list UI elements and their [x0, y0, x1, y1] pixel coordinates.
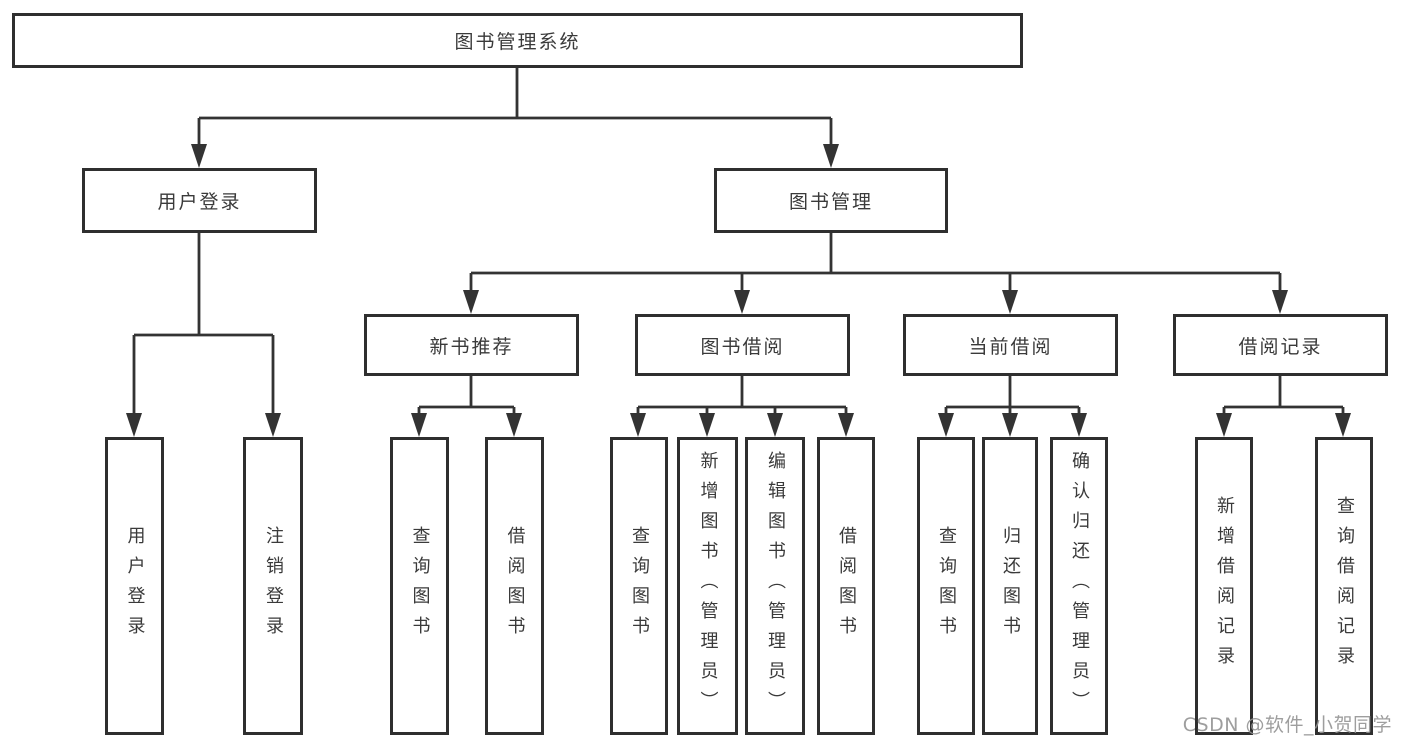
arrow-down-icon: [1002, 290, 1018, 314]
arrow-down-icon: [838, 413, 854, 437]
node-label: 图书借阅: [700, 335, 785, 358]
node-label: 查询图书: [936, 526, 957, 646]
node-current-borrow: 当前借阅: [903, 314, 1118, 376]
node-book-management: 图书管理: [714, 168, 948, 233]
leaf-user-login: 用户登录: [105, 437, 164, 735]
arrow-down-icon: [1335, 413, 1351, 437]
node-label: 图书管理系统: [454, 31, 581, 53]
connector-new-book-recommend: [417, 376, 516, 432]
node-label: 新增借阅记录: [1214, 496, 1235, 676]
node-label: 当前借阅: [968, 335, 1053, 358]
node-book-borrow: 图书借阅: [635, 314, 850, 376]
node-label: 查询图书: [409, 526, 431, 646]
node-label: 注销登录: [263, 526, 284, 646]
node-label: 图书管理: [788, 191, 873, 213]
arrow-down-icon: [1272, 290, 1288, 314]
node-label: 借阅记录: [1238, 335, 1323, 358]
arrow-down-icon: [1002, 413, 1018, 437]
leaf-borrow-books: 借阅图书: [817, 437, 875, 735]
arrow-down-icon: [463, 290, 479, 314]
arrow-down-icon: [1071, 413, 1087, 437]
leaf-confirm-return-admin: 确认归还（管理员）: [1050, 437, 1108, 735]
connector-book-management: [469, 233, 1282, 310]
connector-root: [197, 68, 833, 162]
watermark: CSDN @软件_小贺同学: [1182, 714, 1392, 736]
node-user-login: 用户登录: [82, 168, 317, 233]
leaf-edit-book-admin: 编辑图书（管理员）: [745, 437, 805, 735]
node-label: 归还图书: [1000, 526, 1021, 646]
leaf-return-book: 归还图书: [982, 437, 1038, 735]
arrow-down-icon: [938, 413, 954, 437]
node-label: 新增图书（管理员）: [697, 451, 719, 721]
arrow-down-icon: [126, 413, 142, 437]
arrow-down-icon: [191, 144, 207, 168]
leaf-query-books-recommend: 查询图书: [390, 437, 449, 735]
arrow-down-icon: [630, 413, 646, 437]
node-label: 查询图书: [629, 526, 650, 646]
arrow-down-icon: [411, 413, 427, 437]
node-label: 确认归还（管理员）: [1069, 451, 1090, 721]
arrow-down-icon: [767, 413, 783, 437]
node-label: 借阅图书: [504, 526, 526, 646]
connector-book-borrow: [636, 376, 848, 432]
node-label: 查询借阅记录: [1334, 496, 1355, 676]
arrow-down-icon: [734, 290, 750, 314]
leaf-query-borrow-record: 查询借阅记录: [1315, 437, 1373, 735]
leaf-add-book-admin: 新增图书（管理员）: [677, 437, 738, 735]
leaf-add-borrow-record: 新增借阅记录: [1195, 437, 1253, 735]
node-borrow-records: 借阅记录: [1173, 314, 1388, 376]
node-library-system: 图书管理系统: [12, 13, 1023, 68]
node-label: 用户登录: [124, 526, 146, 646]
arrow-down-icon: [823, 144, 839, 168]
leaf-borrow-books-recommend: 借阅图书: [485, 437, 544, 735]
node-label: 借阅图书: [836, 526, 857, 646]
leaf-query-books-borrow: 查询图书: [610, 437, 668, 735]
connector-borrow-records: [1222, 376, 1345, 432]
arrow-down-icon: [699, 413, 715, 437]
arrow-down-icon: [506, 413, 522, 437]
arrow-down-icon: [1216, 413, 1232, 437]
leaf-query-books-current: 查询图书: [917, 437, 975, 735]
node-label: 用户登录: [157, 191, 242, 213]
leaf-logout: 注销登录: [243, 437, 303, 735]
node-label: 新书推荐: [429, 335, 514, 358]
connector-user-login: [132, 233, 275, 432]
node-label: 编辑图书（管理员）: [765, 451, 786, 721]
node-new-book-recommend: 新书推荐: [364, 314, 579, 376]
arrow-down-icon: [265, 413, 281, 437]
